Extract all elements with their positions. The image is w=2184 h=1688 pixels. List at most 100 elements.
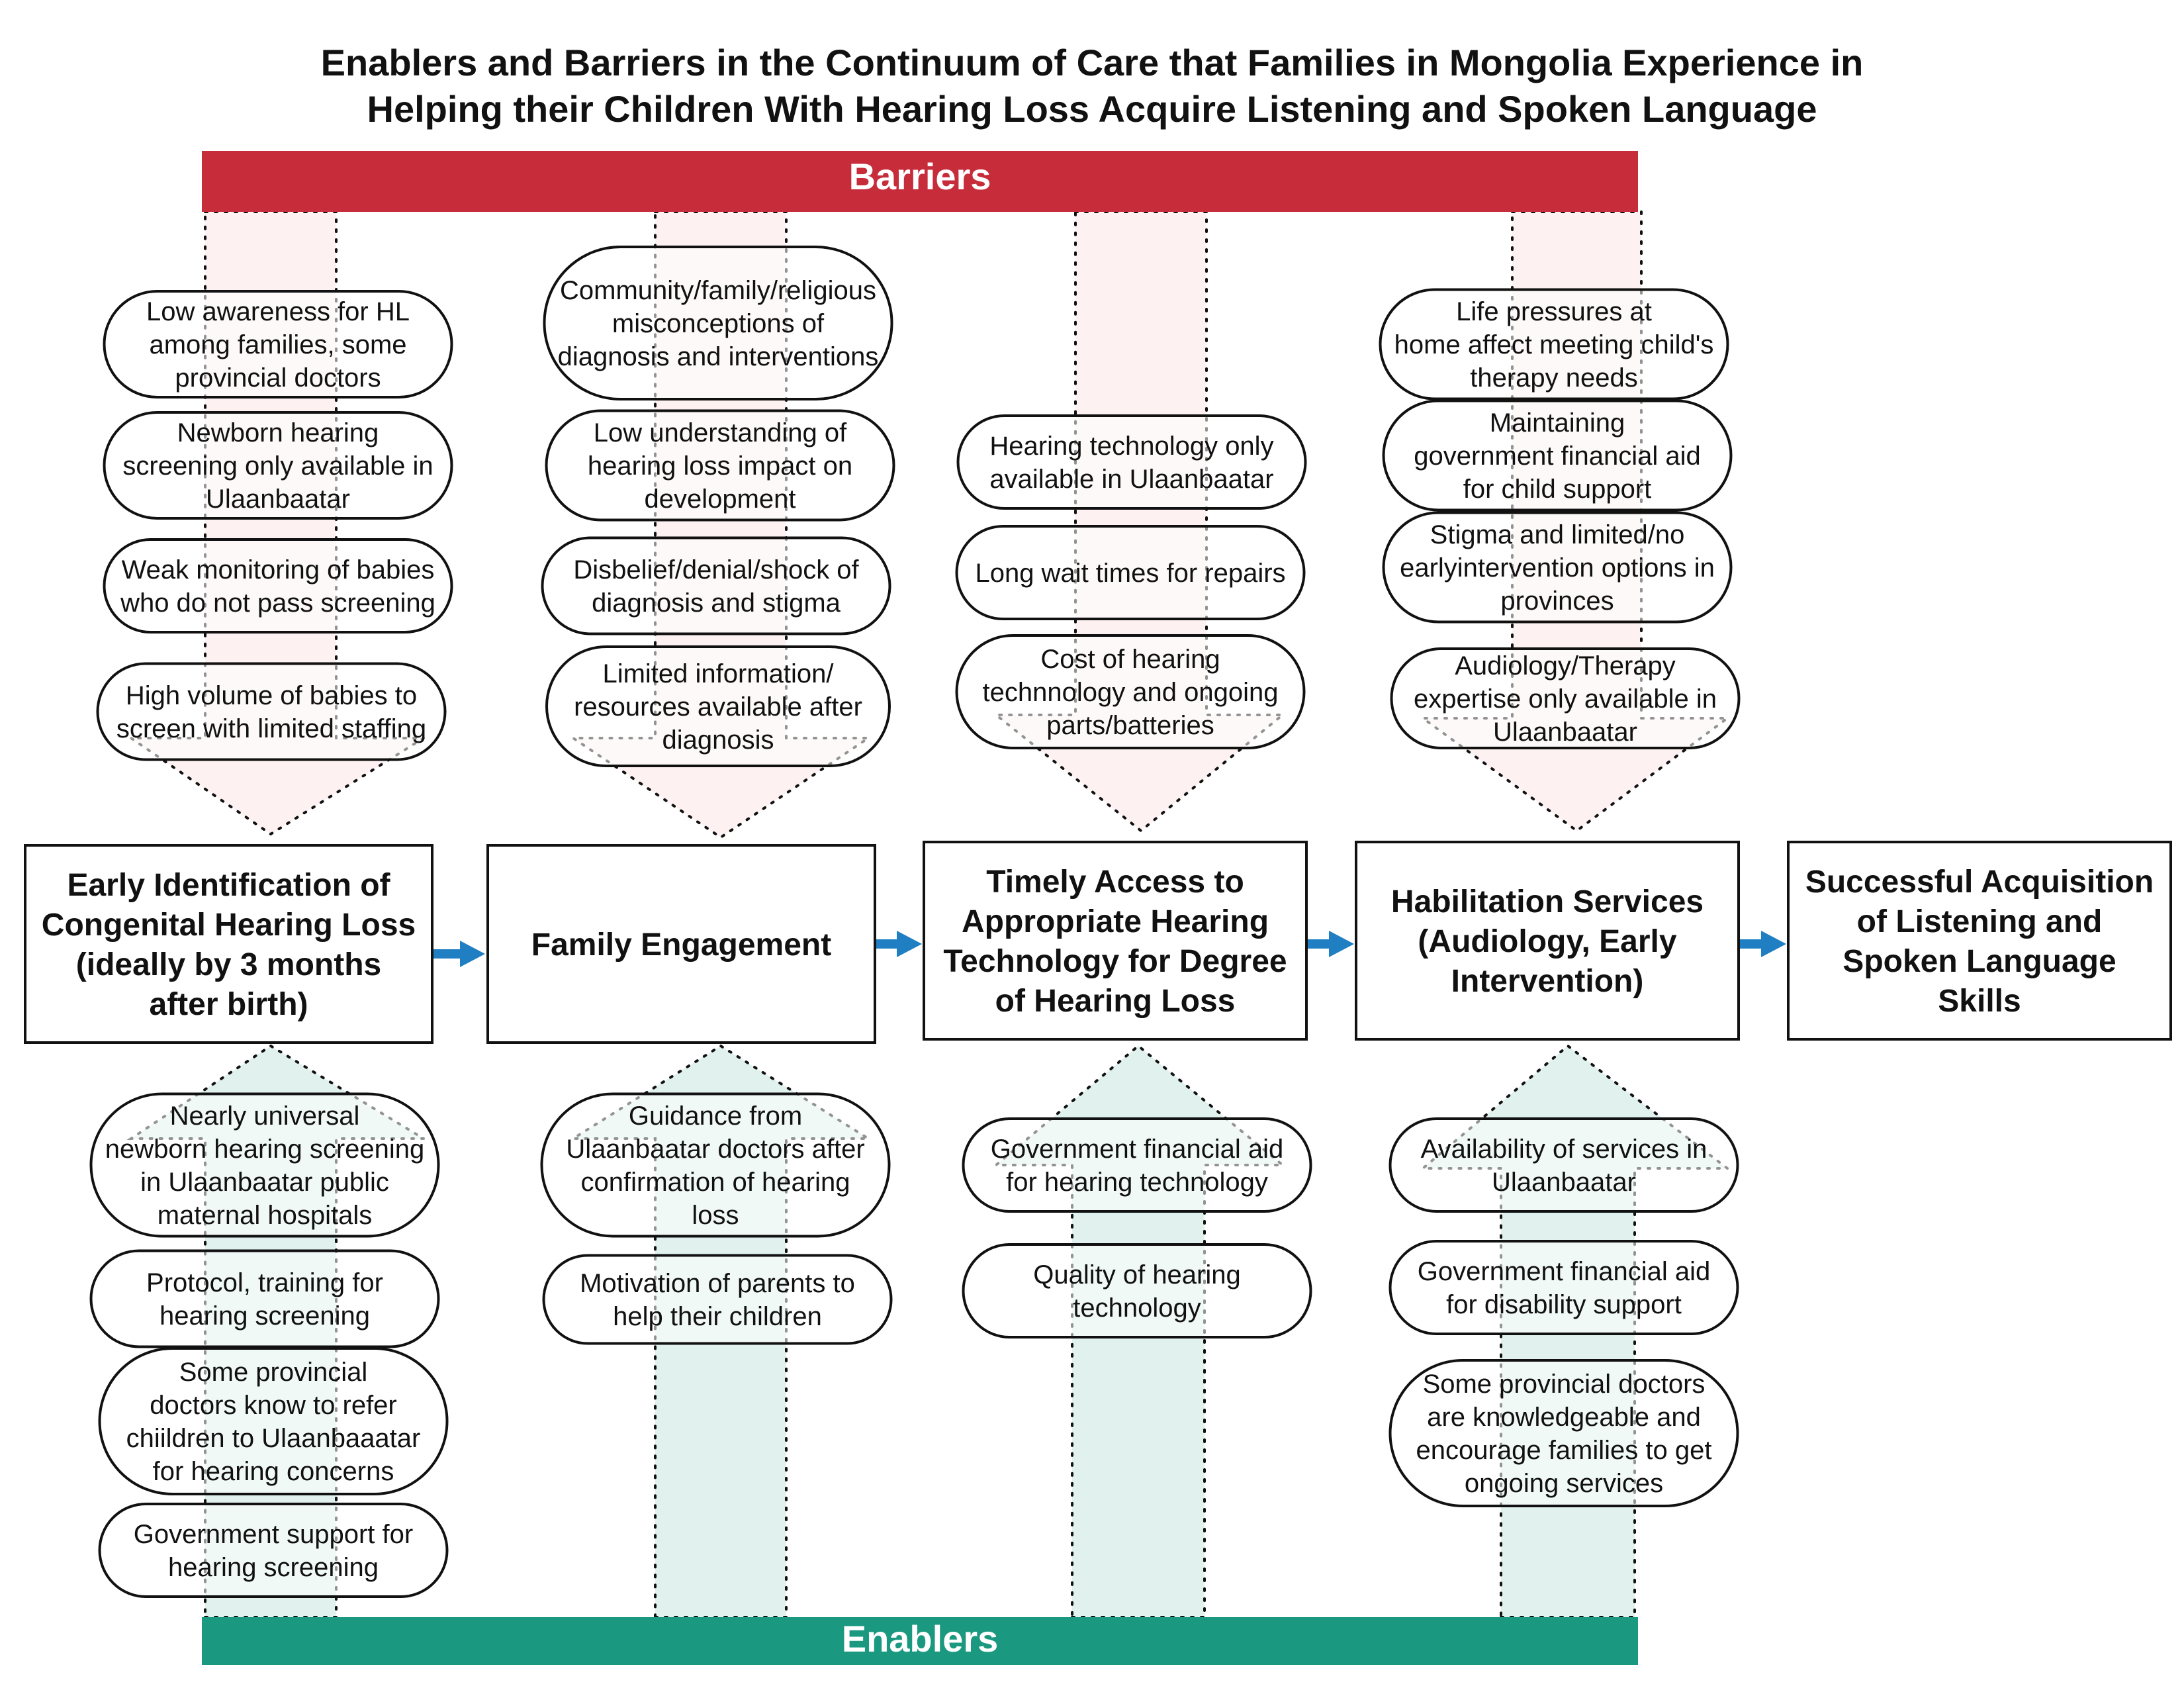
stage-label-line: Successful Acquisition [1805, 865, 2154, 900]
barrier-factor-text-line: diagnosis and stigma [592, 588, 841, 618]
barrier-factor-text-line: Stigma and limited/no [1430, 520, 1685, 549]
barrier-factor-pill-shape [545, 645, 891, 767]
stage-box-frame [1355, 841, 1740, 1041]
barrier-factor-text-line: diagnosis and interventions [558, 342, 879, 371]
barrier-factor-text-line: High volume of babies to [126, 681, 417, 710]
enabler-factor-text-line: Motivation of parents to [580, 1269, 855, 1298]
barrier-factor-pill-shape [103, 411, 453, 520]
barrier-factor-text-line: therapy needs [1470, 363, 1638, 393]
barrier-factor-pill-shape [956, 414, 1307, 510]
stage-label-line: Skills [1938, 984, 2021, 1019]
barrier-factor-text-line: screen with limited staffing [116, 714, 426, 743]
barrier-factor-1-4: High volume of babies to screen with limi… [96, 662, 447, 761]
stage-label-line: of Listening and [1857, 904, 2103, 939]
stage-box-2: Family Engagement [486, 844, 876, 1044]
enabler-factor-text-line: for disability support [1446, 1290, 1682, 1319]
enabler-factor-text-line: technology [1073, 1293, 1201, 1323]
barrier-factor-pill-shape [543, 246, 893, 400]
barrier-factor-text-line: Weak monitoring of babies [122, 555, 435, 585]
stage-label-line: (ideally by 3 months [76, 947, 381, 982]
barrier-factor-text-line: provincial doctors [175, 363, 381, 393]
barrier-factor-4-1: Life pressures at home affect meeting chi… [1379, 288, 1729, 400]
barrier-factor-text-line: parts/batteries [1046, 711, 1214, 740]
stage-label-line: Family Engagement [531, 927, 831, 962]
title-line-2: Helping their Children With Hearing Loss… [367, 88, 1817, 130]
barrier-factor-text-line: development [644, 485, 796, 514]
enabler-factor-pill-shape [1388, 1240, 1739, 1335]
enabler-factor-pill-shape [1388, 1359, 1739, 1507]
barrier-factor-text-line: Hearing technology only [989, 432, 1273, 461]
enabler-factor-text-line: Ulaanbaatar doctors after [566, 1135, 864, 1164]
barrier-factor-3-2: Long wait times for repairs [955, 525, 1306, 620]
barriers-bar [202, 151, 1638, 212]
enabler-factor-2-2: Motivation of parents to help their child… [542, 1254, 893, 1345]
enabler-factor-text-line: Nearly universal [170, 1102, 360, 1131]
barrier-factor-pill-shape [103, 538, 453, 633]
barrier-factor-pill-shape [955, 634, 1306, 749]
barrier-arrow-1 [131, 212, 424, 834]
enabler-factor-text-line: ongoing services [1465, 1469, 1663, 1498]
barrier-factor-pill-shape [1382, 399, 1733, 512]
stage-box-5: Successful Acquisition of Listening andSp… [1787, 841, 2172, 1041]
stage-label-line: Technology for Degree [943, 944, 1287, 979]
enabler-factor-text-line: loss [692, 1201, 739, 1230]
barrier-factor-text-line: Low awareness for HL [146, 297, 410, 326]
enabler-factor-text-line: doctors know to refer [150, 1391, 397, 1420]
enabler-factor-text-line: maternal hospitals [158, 1201, 373, 1230]
stage-connectors [433, 931, 1786, 967]
enabler-arrow-outline-2 [569, 1044, 873, 1618]
enabler-factor-text-line: confirmation of hearing [581, 1168, 850, 1197]
enabler-factor-pill-shape [542, 1254, 893, 1345]
enabler-factor-text-line: help their children [613, 1302, 822, 1331]
barrier-factor-pill-shape [541, 536, 891, 635]
stage-label-line: Habilitation Services [1391, 884, 1704, 919]
barrier-factor-text-line: for child support [1463, 475, 1652, 504]
stage-box-4: Habilitation Services(Audiology, EarlyIn… [1355, 841, 1740, 1041]
enabler-factor-text-line: are knowledgeable and [1427, 1403, 1701, 1432]
barrier-factor-text-line: resources available after [574, 692, 862, 722]
barrier-factor-text-line: hearing loss impact on [588, 451, 852, 481]
barrier-factor-pill-shape [103, 290, 453, 399]
stage-connector-arrow-2 [876, 931, 922, 957]
barrier-factor-text-line: Ulaanbaatar [1493, 718, 1637, 747]
stage-label-line: Appropriate Hearing [962, 904, 1269, 939]
barrier-factor-pill-shape [1382, 511, 1733, 624]
barrier-factor-text-line: diagnosis [662, 726, 774, 755]
enabler-factor-text-line: Quality of hearing [1033, 1260, 1241, 1289]
enablers-label: Enablers [842, 1618, 999, 1660]
barrier-factor-text-line: Newborn hearing [177, 418, 379, 447]
barrier-factor-text-line: earlyintervention options in [1400, 553, 1715, 583]
barrier-factor-text-line: expertise only available in [1414, 684, 1717, 714]
barriers-label: Barriers [849, 156, 991, 197]
barrier-arrow-3 [996, 212, 1283, 831]
stage-label-line: Spoken Language [1843, 944, 2116, 979]
stage-box-frame [24, 844, 433, 1044]
enabler-arrow-outline-3 [992, 1044, 1287, 1618]
barrier-factor-4-3: Stigma and limited/no earlyintervention o… [1382, 511, 1733, 624]
stage-label-line: (Audiology, Early [1418, 924, 1676, 959]
barrier-factor-text-line: home affect meeting child's [1394, 330, 1714, 359]
barrier-factor-pill-shape [96, 662, 447, 761]
barrier-factor-pill-shape [545, 409, 895, 522]
enabler-factor-pill-shape [1388, 1117, 1739, 1213]
barrier-factor-text-line: Life pressures at [1456, 297, 1652, 326]
barrier-arrow-2 [573, 212, 868, 837]
enabler-factor-text-line: Some provincial [179, 1358, 368, 1387]
enabler-factor-text-line: Government financial aid [991, 1135, 1283, 1164]
barrier-factor-text-line: Low understanding of [594, 418, 847, 447]
enabler-factor-text-line: Guidance from [629, 1102, 802, 1131]
